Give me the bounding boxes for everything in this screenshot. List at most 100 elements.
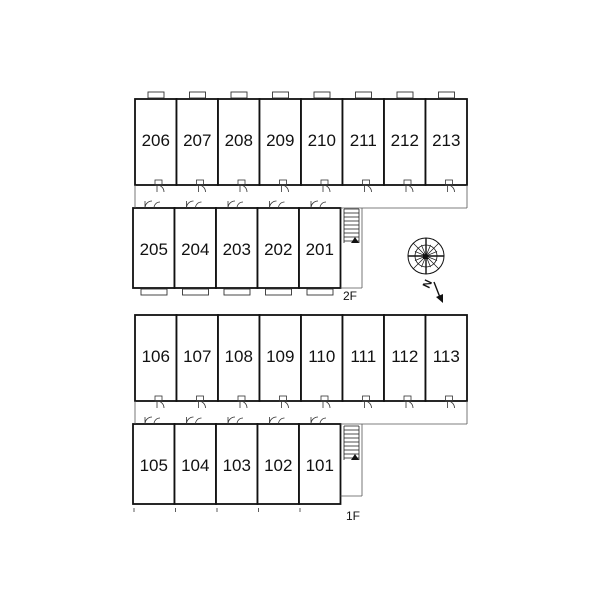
balcony-210	[313, 91, 331, 99]
door-203	[227, 200, 236, 209]
unit-label-202: 202	[264, 240, 292, 259]
unit-label-207: 207	[183, 131, 211, 150]
unit-110	[300, 314, 344, 402]
unit-label-213: 213	[432, 131, 460, 150]
balcony-213	[438, 91, 455, 99]
entry-108	[237, 395, 246, 402]
entry-212	[403, 179, 412, 186]
back-row-2f: 206 207 208 209 210 211 212 213	[134, 91, 468, 193]
balcony-208	[230, 91, 248, 99]
unit-label-112: 112	[391, 347, 418, 366]
unit-107	[175, 314, 219, 402]
entry-106	[154, 395, 163, 402]
unit-label-107: 107	[183, 347, 211, 366]
unit-101	[298, 423, 342, 505]
front-row-1f: 105 104 103 102 101	[132, 416, 342, 512]
unit-label-111: 111	[350, 347, 376, 366]
door-113	[447, 400, 455, 409]
unit-label-204: 204	[181, 240, 209, 259]
balcony-206	[147, 91, 165, 99]
unit-label-104: 104	[181, 456, 209, 475]
corridor-2f	[134, 185, 468, 289]
door-208	[239, 184, 248, 193]
door-101	[310, 416, 319, 425]
door-205	[144, 200, 153, 209]
compass-spoke	[425, 255, 438, 261]
entry-209	[279, 179, 287, 186]
door-212	[405, 184, 414, 193]
floor-label-1f: 1F	[346, 509, 360, 523]
entry-211	[362, 179, 370, 186]
unit-label-108: 108	[225, 347, 253, 366]
unit-108	[217, 314, 261, 402]
corridor-1f	[134, 401, 468, 497]
door-leaf-104	[195, 417, 202, 425]
entry-206	[154, 179, 163, 186]
unit-label-113: 113	[433, 347, 460, 366]
entry-109	[279, 395, 287, 402]
unit-201	[298, 207, 342, 289]
unit-label-106: 106	[142, 347, 170, 366]
door-112	[405, 400, 414, 409]
balcony-209	[272, 91, 289, 99]
balcony-202	[265, 288, 292, 296]
stair-2f	[343, 208, 360, 243]
unit-label-102: 102	[264, 456, 292, 475]
compass-spoke	[425, 243, 439, 257]
door-leaf-101	[319, 417, 327, 425]
entry-207	[196, 179, 204, 186]
door-204	[186, 200, 194, 209]
compass-spoke	[425, 251, 438, 257]
stair-arrow-icon	[351, 454, 359, 460]
unit-label-203: 203	[223, 240, 251, 259]
door-109	[281, 400, 289, 409]
unit-207	[175, 98, 219, 186]
door-106	[156, 400, 165, 409]
door-leaf-204	[195, 201, 202, 209]
door-leaf-203	[236, 201, 244, 209]
door-102	[269, 416, 277, 425]
balcony-212	[396, 91, 414, 99]
door-206	[156, 184, 165, 193]
compass-rose	[408, 238, 444, 274]
door-103	[227, 416, 236, 425]
unit-label-209: 209	[266, 131, 294, 150]
unit-label-211: 211	[350, 131, 377, 150]
unit-label-208: 208	[225, 131, 253, 150]
north-arrow-icon	[433, 281, 443, 303]
compass-spoke	[421, 244, 427, 257]
door-leaf-105	[153, 417, 161, 425]
unit-label-210: 210	[308, 131, 336, 150]
door-201	[310, 200, 319, 209]
unit-label-205: 205	[140, 240, 168, 259]
unit-label-206: 206	[142, 131, 170, 150]
unit-label-103: 103	[223, 456, 251, 475]
balcony-207	[189, 91, 206, 99]
unit-label-101: 101	[306, 456, 334, 475]
entry-110	[320, 395, 329, 402]
compass-spoke	[425, 244, 431, 257]
unit-label-212: 212	[391, 131, 419, 150]
door-leaf-102	[278, 417, 285, 425]
balcony-201	[306, 288, 334, 296]
door-213	[447, 184, 455, 193]
door-105	[144, 416, 153, 425]
stair-1f	[343, 425, 360, 460]
unit-109	[258, 314, 302, 402]
compass: N	[407, 237, 445, 303]
balcony-204	[182, 288, 209, 296]
door-111	[364, 400, 372, 409]
unit-104	[173, 423, 217, 505]
door-207	[198, 184, 206, 193]
unit-label-105: 105	[140, 456, 168, 475]
entry-213	[445, 179, 453, 186]
entry-107	[196, 395, 204, 402]
floor-label-2f: 2F	[343, 289, 357, 303]
entry-112	[403, 395, 412, 402]
door-108	[239, 400, 248, 409]
unit-label-110: 110	[308, 347, 335, 366]
